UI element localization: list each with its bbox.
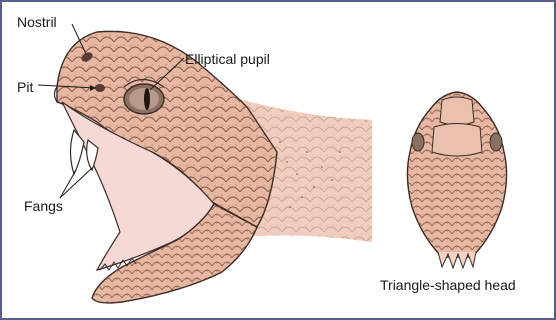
triangle-head-label: Triangle-shaped head [380,278,516,292]
nostril-label: Nostril [17,15,57,29]
top-view-right-eye [490,133,502,151]
snake-side-view [55,31,373,303]
elliptical-pupil-shape [144,88,150,110]
elliptical-pupil-label: Elliptical pupil [185,52,270,66]
snake-top-view [407,92,506,268]
fangs-leader-1 [60,170,76,198]
pit-label: Pit [17,80,33,94]
top-view-left-eye [412,133,424,151]
pit-shape [95,84,105,92]
fangs-label: Fangs [24,199,63,213]
fangs-leader-2 [60,168,92,198]
